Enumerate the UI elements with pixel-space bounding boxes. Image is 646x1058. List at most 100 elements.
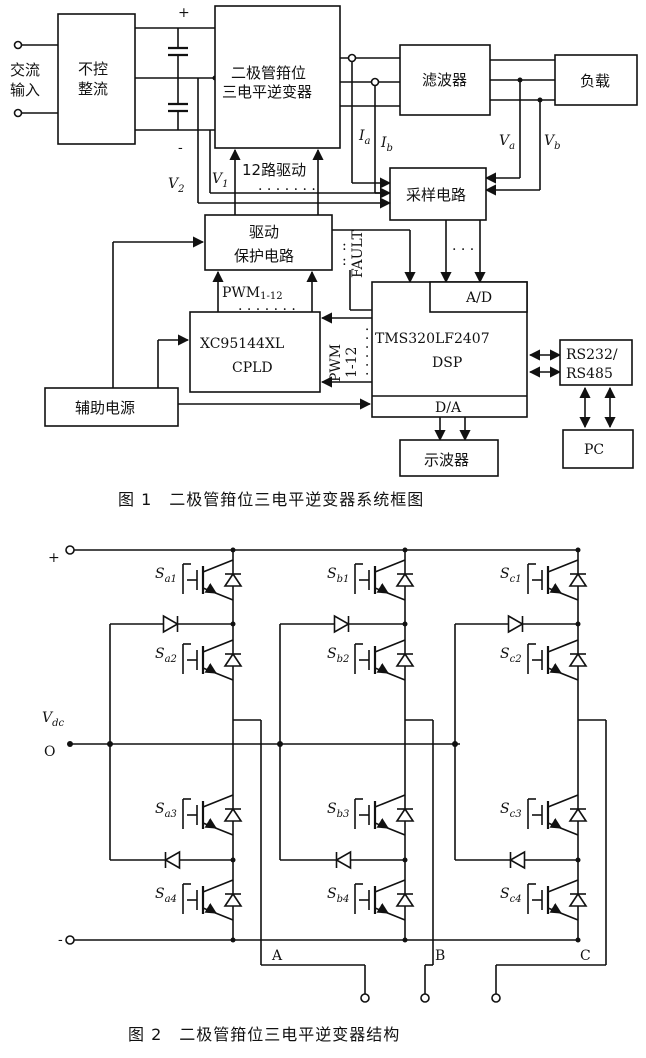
- switch-label-b1: Sb1: [327, 566, 349, 585]
- output-line-c: C: [495, 719, 607, 994]
- switch-label-c4: Sc4: [500, 886, 522, 905]
- switch-label-a1: Sa1: [155, 566, 177, 585]
- cpld-box: [189, 311, 321, 393]
- figure-1-caption: 图 1 二极管箝位三电平逆变器系统框图: [118, 490, 424, 509]
- igbt-switch-a4: Sa4: [155, 879, 243, 921]
- igbt-switch-b4: Sb4: [327, 879, 415, 921]
- load-label: 负载: [580, 72, 610, 90]
- fault-label: FAULT: [350, 229, 366, 278]
- signal-vb: Vb: [544, 133, 561, 152]
- clamp-diodes-a: [107, 614, 236, 870]
- clamp-diodes-b: [277, 614, 408, 870]
- inverter-label-1: 二极管箝位: [231, 64, 306, 82]
- aux-power-label: 辅助电源: [75, 399, 135, 417]
- ac-input-label-2: 输入: [10, 81, 40, 99]
- switch-label-c2: Sc2: [500, 646, 522, 665]
- drive-protection-label-2: 保护电路: [234, 247, 294, 265]
- ad-box: [429, 281, 528, 313]
- dc-plus-label: +: [178, 5, 190, 21]
- inverter-box: [214, 5, 341, 149]
- switch-label-b4: Sb4: [327, 886, 349, 905]
- output-terminal-a: [360, 993, 370, 1003]
- output-terminal-b: [420, 993, 430, 1003]
- pwm-side-label-1: PWM: [328, 344, 344, 382]
- switch-label-b2: Sb2: [327, 646, 349, 665]
- igbt-switch-c2: Sc2: [500, 639, 588, 681]
- rectifier-box: [57, 13, 136, 145]
- rectifier-label-1: 不控: [78, 60, 108, 78]
- phase-label-b: B: [435, 948, 445, 964]
- igbt-switch-c1: Sc1: [500, 559, 588, 601]
- switch-label-b3: Sb3: [327, 801, 349, 820]
- sampling-label: 采样电路: [406, 186, 466, 204]
- rs232-box: [559, 339, 633, 386]
- oscilloscope-box: [399, 439, 499, 477]
- rs232-label-2: RS485: [566, 366, 613, 382]
- fault-dots: :: [342, 238, 347, 254]
- vdc-label: Vdc: [42, 710, 65, 729]
- dc-capacitor-top: [168, 28, 188, 78]
- clamp-diodes-c: [452, 614, 581, 870]
- output-terminal-c: [491, 993, 501, 1003]
- oscilloscope-label: 示波器: [424, 451, 469, 469]
- ac-terminal-top: [13, 40, 23, 50]
- fault-dots-2: :: [342, 253, 347, 269]
- dsp-label-2: DSP: [432, 355, 462, 371]
- ad-dots: . . .: [452, 238, 474, 254]
- igbt-switch-a2: Sa2: [155, 639, 243, 681]
- dc-plus-terminal: [65, 545, 75, 555]
- filter-box: [399, 44, 491, 116]
- figure-1-block-diagram: 交流 输入 不控 整流 + - 二极管箝位 三电平逆变器: [10, 5, 638, 509]
- igbt-switch-c4: Sc4: [500, 879, 588, 921]
- dsp-label-1: TMS320LF2407: [375, 331, 490, 347]
- switch-label-a2: Sa2: [155, 646, 177, 665]
- drive-protection-box: [204, 214, 333, 271]
- ac-input-label-1: 交流: [10, 61, 40, 79]
- igbt-switch-b2: Sb2: [327, 639, 415, 681]
- ac-terminal-bottom: [13, 108, 23, 118]
- o-label: O: [44, 744, 55, 760]
- igbt-switch-b3: Sb3: [327, 794, 415, 836]
- pc-label: PC: [584, 442, 604, 458]
- cpld-label-2: CPLD: [232, 360, 273, 376]
- f2-minus-label: -: [58, 932, 63, 948]
- output-line-b: B: [405, 719, 445, 994]
- phase-label-c: C: [580, 948, 591, 964]
- drive-protection-label-1: 驱动: [249, 223, 279, 241]
- drive-dots: . . . . . . .: [258, 178, 316, 194]
- igbt-switch-a1: Sa1: [155, 559, 243, 601]
- drive-12-label: 12路驱动: [242, 161, 306, 179]
- figure-2-circuit: + Vdc O - Sa1Sa2Sa3Sa4ASb1Sb2Sb3Sb4BSc1S…: [42, 545, 607, 1044]
- pwm-top-label: PWM1-12: [222, 285, 283, 302]
- signal-v2: V2: [168, 176, 185, 195]
- load-box: [554, 54, 638, 106]
- pwm-side-dots: . . . . . .: [356, 327, 372, 376]
- switch-label-c1: Sc1: [500, 566, 522, 585]
- rs232-label-1: RS232/: [566, 347, 618, 363]
- igbt-switch-c3: Sc3: [500, 794, 588, 836]
- dc-minus-label: -: [178, 140, 183, 156]
- figure-2-caption: 图 2 二极管箝位三电平逆变器结构: [128, 1025, 400, 1044]
- signal-ia: Ia: [358, 128, 371, 147]
- switch-label-a3: Sa3: [155, 801, 177, 820]
- switch-label-c3: Sc3: [500, 801, 522, 820]
- igbt-switch-b1: Sb1: [327, 559, 415, 601]
- signal-ib: Ib: [380, 135, 393, 154]
- pwm-side-label-2: 1-12: [344, 347, 360, 378]
- signal-v1: V1: [212, 171, 229, 190]
- pc-box: [562, 429, 634, 469]
- signal-va: Va: [499, 133, 515, 152]
- f2-plus-label: +: [48, 550, 60, 566]
- sampling-box: [389, 167, 487, 221]
- dc-minus-terminal: [65, 935, 75, 945]
- inverter-label-2: 三电平逆变器: [222, 83, 312, 101]
- switch-label-a4: Sa4: [155, 886, 177, 905]
- aux-power-box: [44, 387, 179, 427]
- rectifier-label-2: 整流: [78, 80, 108, 98]
- cpld-label-1: XC95144XL: [200, 336, 284, 352]
- pwm-top-dots: . . . . . . .: [238, 298, 296, 314]
- filter-label: 滤波器: [422, 71, 467, 89]
- output-line-a: A: [233, 719, 366, 994]
